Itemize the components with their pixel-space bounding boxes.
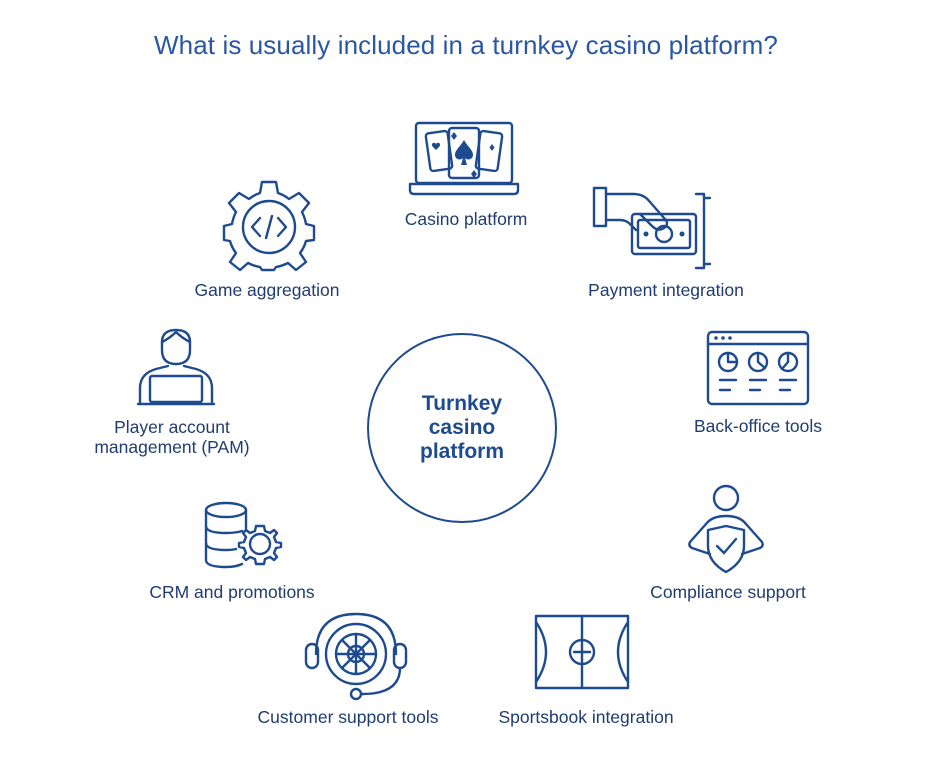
item-label-casino-platform: Casino platform [404, 209, 528, 229]
hand-cash-icon [592, 184, 712, 270]
hub-label: Turnkey casino platform [420, 392, 504, 463]
item-label-player-account-management: Player account management (PAM) [94, 417, 250, 457]
database-gear-icon [202, 500, 288, 572]
item-label-payment-integration: Payment integration [588, 280, 744, 300]
item-label-game-aggregation: Game aggregation [194, 280, 340, 300]
code-gear-icon [222, 180, 316, 274]
page-title: What is usually included in a turnkey ca… [154, 30, 778, 60]
item-label-compliance-support: Compliance support [650, 582, 806, 602]
item-label-crm-and-promotions: CRM and promotions [149, 582, 315, 602]
headset-roulette-icon [302, 608, 410, 704]
hub-circle: Turnkey casino platform [367, 333, 557, 523]
dashboard-icon [706, 330, 810, 406]
item-label-customer-support-tools: Customer support tools [257, 707, 439, 727]
item-label-back-office-tools: Back-office tools [693, 416, 823, 436]
item-label-sportsbook-integration: Sportsbook integration [498, 707, 674, 727]
laptop-cards-icon [408, 120, 520, 196]
user-laptop-icon [134, 326, 218, 408]
sports-field-icon [534, 614, 630, 690]
person-shield-icon [684, 484, 768, 576]
